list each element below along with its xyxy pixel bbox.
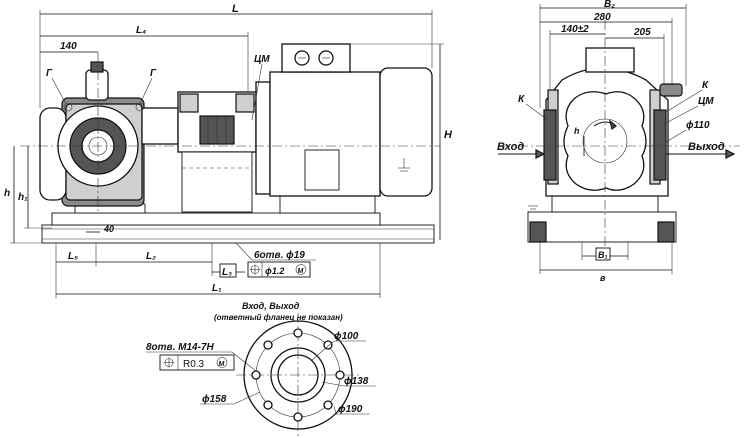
bolt-hole-6 xyxy=(263,400,273,410)
label-h-small: h xyxy=(574,126,580,136)
mmc-label-flange: M xyxy=(219,361,225,368)
tolerance-frame-front xyxy=(247,261,311,278)
relief-valve-side xyxy=(659,83,683,97)
leader-G-right xyxy=(139,77,153,105)
terminal-box xyxy=(281,43,351,73)
d100-leader xyxy=(311,340,335,361)
front-view: L L₄ 140 Г Г ЦМ H h h₁ 40 L₅ xyxy=(4,3,453,298)
label-d110: ϕ110 xyxy=(686,120,710,131)
label-h: h xyxy=(4,188,10,199)
label-L3: L₃ xyxy=(222,267,232,278)
mmc-circle-flange xyxy=(216,357,228,368)
bolt-hole-5 xyxy=(251,370,261,380)
guard-bracket-right xyxy=(235,93,255,113)
label-H: H xyxy=(444,129,453,141)
bolt-hole-2 xyxy=(323,340,333,350)
valve-cap xyxy=(90,61,104,73)
label-flange-note: (ответный фланец не показан) xyxy=(214,313,343,322)
bolt-hole-8 xyxy=(323,400,333,410)
holes-leader xyxy=(235,242,253,261)
inlet-flange xyxy=(543,109,557,181)
label-holes: 6отв. ϕ19 xyxy=(254,250,305,261)
pump-relief-valve xyxy=(85,69,109,101)
terminal-box-side xyxy=(585,47,635,73)
label-d100: ϕ100 xyxy=(334,331,359,342)
mmc-circle-front xyxy=(295,264,307,275)
motor-fan-cover xyxy=(379,67,433,197)
label-K-right: К xyxy=(702,80,709,91)
label-d190: ϕ190 xyxy=(338,404,363,415)
leader-G-left xyxy=(51,77,67,105)
bolt-hole-3 xyxy=(293,328,303,338)
leader-tsm-front xyxy=(251,63,263,121)
outlet-flange xyxy=(653,109,667,181)
label-G-left: Г xyxy=(46,68,53,79)
frame-L3 xyxy=(219,263,237,278)
label-tsm-side: ЦМ xyxy=(698,96,714,107)
bolt-hole-7 xyxy=(293,412,303,422)
label-L1: L₁ xyxy=(212,283,222,294)
outlet-arrowhead xyxy=(725,149,736,159)
label-L4: L₄ xyxy=(136,25,146,36)
side-base xyxy=(527,211,677,243)
d158-leader xyxy=(233,391,261,405)
inlet-arrowhead xyxy=(535,149,546,159)
label-205: 205 xyxy=(633,27,651,38)
flange-detail: Вход, Выход (ответный фланец не показан)… xyxy=(146,301,376,437)
guard-bracket-left xyxy=(179,93,199,113)
label-280: 280 xyxy=(593,12,611,23)
label-d138: ϕ138 xyxy=(344,376,369,387)
label-outlet: Выход xyxy=(688,141,725,153)
label-r-tol: R0.3 xyxy=(183,359,205,370)
label-G-right: Г xyxy=(150,68,157,79)
bolt-hole-4 xyxy=(263,340,273,350)
motor-foot xyxy=(279,195,376,214)
leader-d110 xyxy=(665,129,687,143)
label-140-top: 140 xyxy=(60,41,77,52)
label-K-left: К xyxy=(518,94,525,105)
motor-flange xyxy=(255,81,271,195)
frame-B1 xyxy=(595,247,611,261)
bolt-g-left xyxy=(63,102,73,112)
label-B: в xyxy=(600,273,606,283)
side-view: B₂ 280 140±2 205 К К ЦМ ϕ110 h Вход Выхо… xyxy=(497,0,740,283)
label-tsm-front: ЦМ xyxy=(254,54,270,65)
base-plate xyxy=(51,212,381,226)
base-frame xyxy=(41,224,435,244)
coupling-stand xyxy=(181,151,253,213)
pump-bearing-housing xyxy=(141,107,179,145)
leader-tsm-side xyxy=(663,105,699,125)
rotation-arrowhead xyxy=(608,119,617,131)
label-threads: 8отв. М14-7Н xyxy=(146,342,215,353)
label-flange-title: Вход, Выход xyxy=(242,301,300,311)
d138-leader xyxy=(321,381,345,387)
label-L2: L₂ xyxy=(146,251,156,262)
label-140-side: 140±2 xyxy=(561,24,589,35)
label-40: 40 xyxy=(103,224,114,234)
label-B1: B₁ xyxy=(598,250,608,260)
leader-K-left xyxy=(525,103,549,121)
label-B2: B₂ xyxy=(604,0,615,10)
bolt-g-right xyxy=(135,102,145,112)
label-h1: h₁ xyxy=(18,192,28,203)
label-L: L xyxy=(232,3,239,15)
motor-nameplate xyxy=(304,149,340,191)
side-base-channel-left xyxy=(529,221,547,243)
leader-K-right xyxy=(665,89,703,113)
label-pos-tol: ϕ1.2 xyxy=(265,266,284,276)
mmc-label-front: M xyxy=(298,268,304,275)
side-base-channel-right xyxy=(657,221,675,243)
tolerance-frame-flange xyxy=(159,354,235,371)
bolt-hole-1 xyxy=(335,370,345,380)
label-inlet: Вход xyxy=(497,141,524,153)
label-L5: L₅ xyxy=(68,251,78,262)
label-d158: ϕ158 xyxy=(202,394,227,405)
threads-leader xyxy=(231,351,257,372)
d190-leader xyxy=(333,405,337,415)
